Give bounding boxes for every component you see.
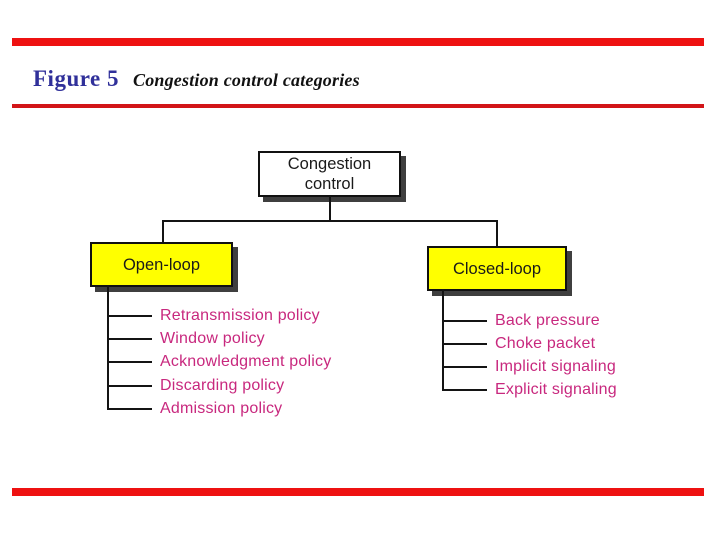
branch-item-label: Retransmission policy	[160, 307, 320, 324]
node-congestion-control: Congestion control	[258, 151, 401, 197]
branch-item-label: Admission policy	[160, 400, 283, 417]
connector-tick	[442, 366, 487, 368]
figure-title: Congestion control categories	[132, 70, 360, 90]
node-open-loop: Open-loop	[90, 242, 233, 287]
connector-tick	[442, 343, 487, 345]
connector-horizontal	[162, 220, 498, 222]
closed-loop-spine	[442, 289, 444, 391]
connector-left-drop	[162, 220, 164, 244]
branch-item: Choke packet	[442, 334, 595, 354]
branch-item: Retransmission policy	[107, 306, 320, 326]
figure-label: Figure 5	[33, 66, 119, 91]
branch-item: Implicit signaling	[442, 357, 616, 377]
branch-item-label: Back pressure	[495, 312, 600, 329]
node-closed-loop-label: Closed-loop	[452, 259, 542, 278]
branch-item: Acknowledgment policy	[107, 352, 331, 372]
branch-item-label: Window policy	[160, 330, 265, 347]
branch-item: Window policy	[107, 329, 265, 349]
connector-tick	[107, 338, 152, 340]
bottom-rule	[12, 488, 704, 496]
figure-caption: Figure 5 Congestion control categories	[33, 66, 360, 92]
connector-tick	[107, 315, 152, 317]
branch-item-label: Choke packet	[495, 335, 596, 352]
node-closed-loop: Closed-loop	[427, 246, 567, 291]
connector-root-vertical	[329, 196, 331, 222]
connector-tick	[442, 320, 487, 322]
connector-tick	[107, 361, 152, 363]
top-rule	[12, 38, 704, 46]
branch-item-label: Acknowledgment policy	[160, 353, 332, 370]
connector-tick	[107, 385, 152, 387]
connector-tick	[442, 389, 487, 391]
node-congestion-control-label: Congestion control	[287, 155, 372, 193]
connector-right-drop	[496, 220, 498, 248]
title-divider-rule	[12, 104, 704, 108]
node-open-loop-label: Open-loop	[122, 255, 201, 274]
branch-item-label: Implicit signaling	[495, 358, 616, 375]
branch-item: Admission policy	[107, 399, 282, 419]
branch-item-label: Discarding policy	[160, 377, 285, 394]
branch-item: Back pressure	[442, 311, 600, 331]
open-loop-spine	[107, 285, 109, 410]
branch-item: Explicit signaling	[442, 380, 617, 400]
connector-tick	[107, 408, 152, 410]
branch-item: Discarding policy	[107, 376, 284, 396]
branch-item-label: Explicit signaling	[495, 381, 617, 398]
